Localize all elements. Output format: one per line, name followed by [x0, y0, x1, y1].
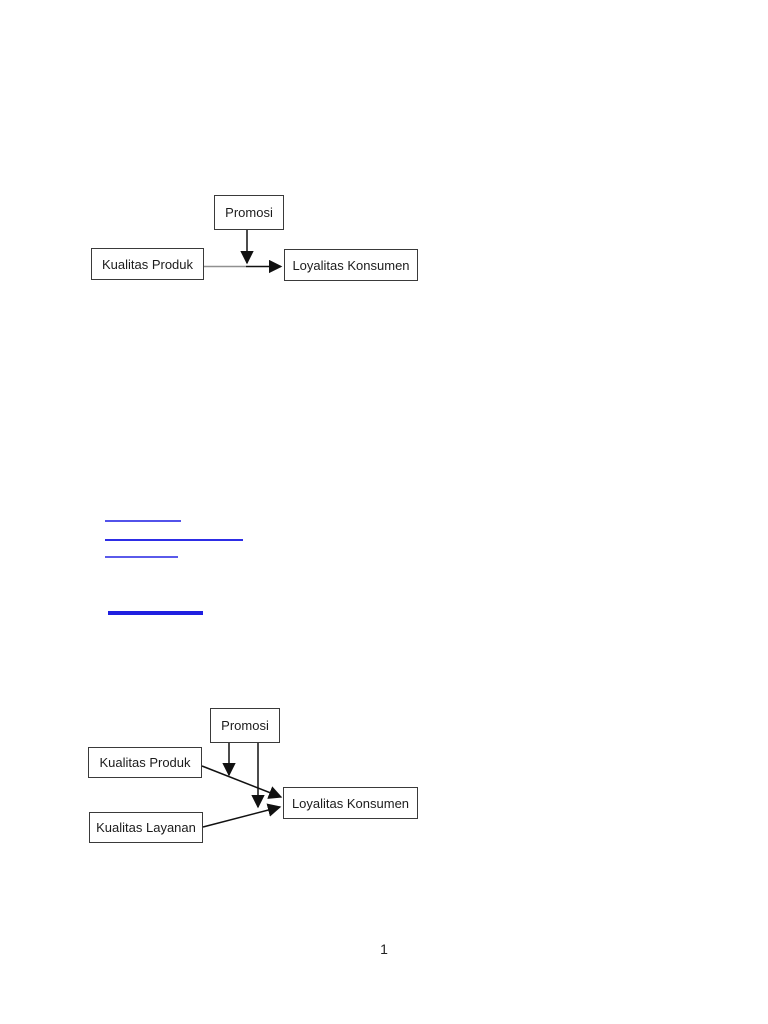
diagram1-node-loyalitas-konsumen: Loyalitas Konsumen [284, 249, 418, 281]
hyperlink-underline-4[interactable] [108, 611, 203, 615]
diagram1-node-promosi: Promosi [214, 195, 284, 230]
page-number: 1 [380, 941, 388, 957]
node-label: Kualitas Produk [99, 755, 191, 770]
hyperlink-underline-2[interactable] [105, 539, 243, 541]
diagram1-node-kualitas-produk: Kualitas Produk [91, 248, 204, 280]
diagram2-node-loyalitas-konsumen: Loyalitas Konsumen [283, 787, 418, 819]
node-label: Promosi [221, 718, 269, 733]
diagram2-node-promosi: Promosi [210, 708, 280, 743]
hyperlink-underline-3[interactable] [105, 556, 178, 558]
node-label: Promosi [225, 205, 273, 220]
diagram2-node-kualitas-layanan: Kualitas Layanan [89, 812, 203, 843]
node-label: Kualitas Produk [101, 256, 194, 272]
diagram2-node-kualitas-produk: Kualitas Produk [88, 747, 202, 778]
arrow-d2-produk-to-loyalitas [201, 765, 283, 799]
arrow-d2-layanan-to-loyalitas [202, 803, 282, 828]
hyperlink-underline-1[interactable] [105, 520, 181, 522]
node-label: Kualitas Layanan [96, 820, 196, 835]
node-label: Loyalitas Konsumen [291, 795, 410, 811]
node-label: Loyalitas Konsumen [292, 257, 410, 273]
